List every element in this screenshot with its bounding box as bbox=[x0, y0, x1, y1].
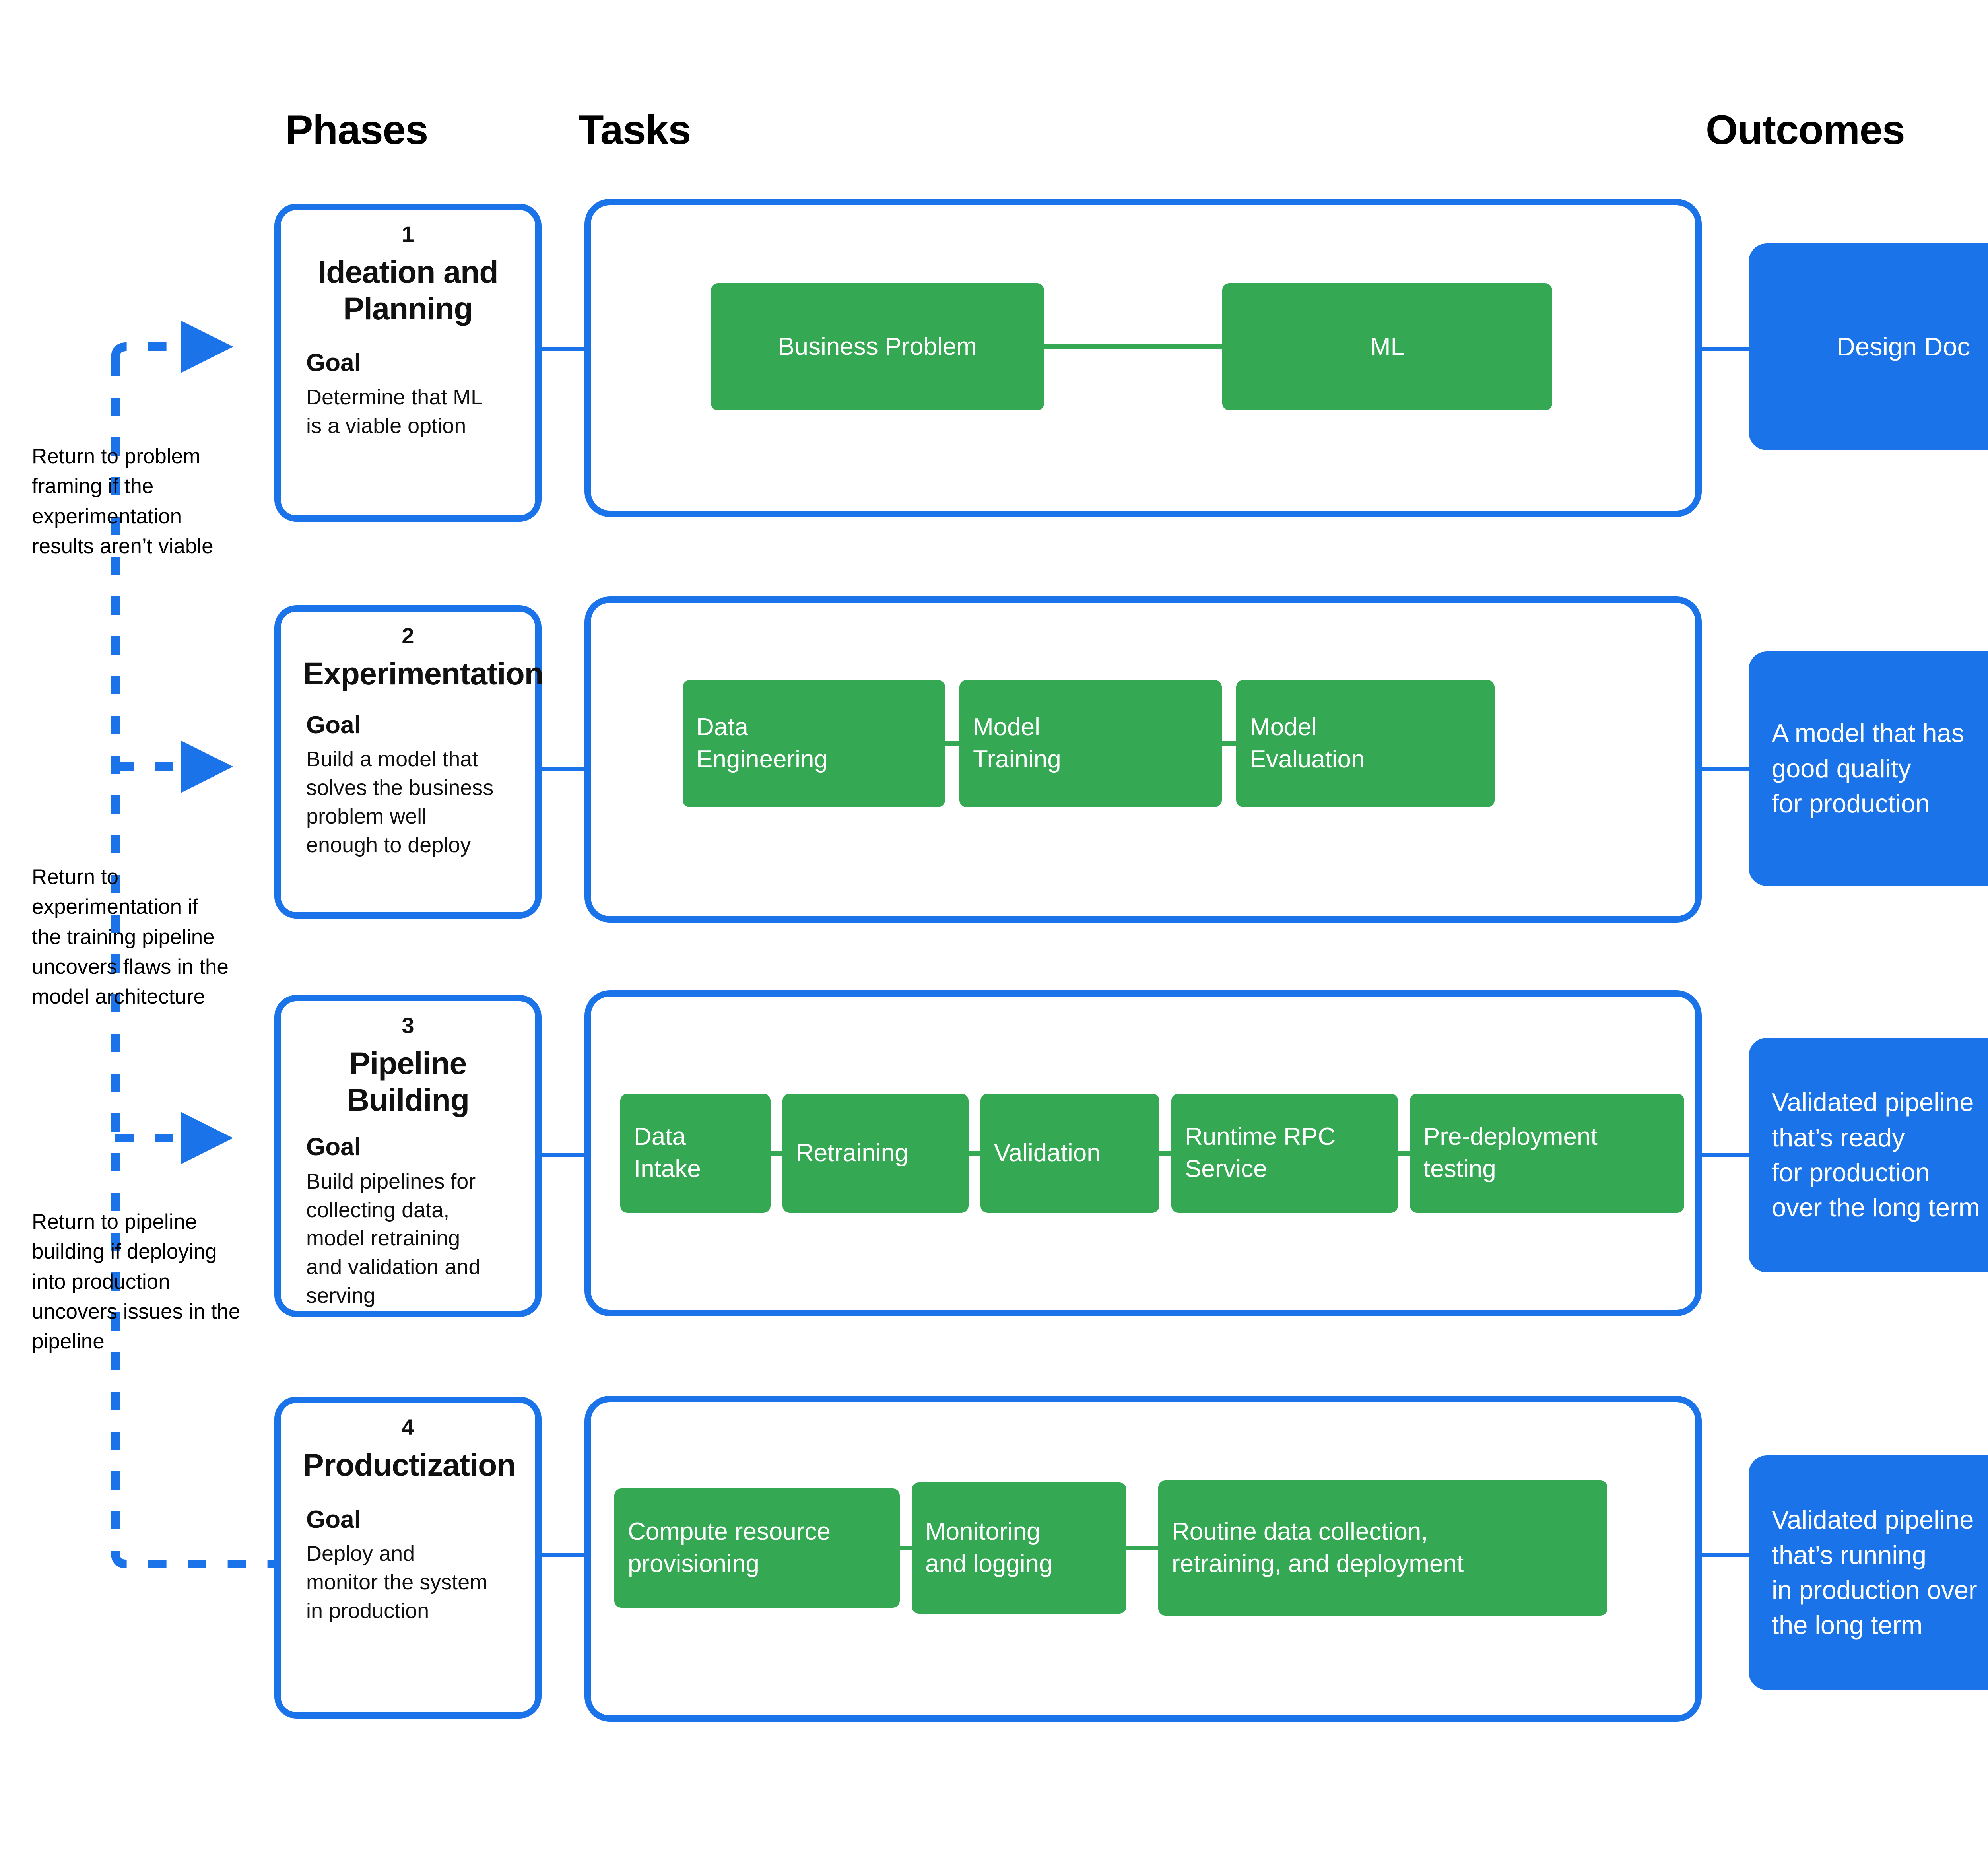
return-note-problem-framing: Return to problem framing if the experim… bbox=[32, 445, 214, 558]
phase-number: 3 bbox=[402, 1013, 414, 1038]
task-box[interactable]: Routine data collection, retraining, and… bbox=[1158, 1480, 1607, 1616]
phase-goal: Goal Deploy and monitor the system in pr… bbox=[303, 1504, 513, 1626]
phase-title: Productization bbox=[303, 1447, 516, 1482]
connector-phase1-tasks bbox=[538, 347, 584, 351]
phase-title: Pipeline Building bbox=[347, 1045, 470, 1117]
task-row-1: Business Problem ML bbox=[711, 283, 1552, 410]
goal-label: Goal bbox=[306, 1133, 361, 1161]
return-note-pipeline-building: Return to pipeline building if deploying… bbox=[32, 1210, 241, 1353]
task-link bbox=[1159, 1151, 1171, 1156]
outcome-box-3[interactable]: Validated pipeline that’s ready for prod… bbox=[1749, 1038, 1988, 1272]
phase-card-2[interactable]: 2 Experimentation Goal Build a model tha… bbox=[274, 605, 544, 919]
goal-text: Deploy and monitor the system in product… bbox=[306, 1542, 488, 1623]
task-link bbox=[969, 1151, 980, 1156]
phase-number: 2 bbox=[402, 623, 414, 648]
connector-phase4-tasks bbox=[538, 1553, 584, 1557]
connector-tasks2-outcome2 bbox=[1701, 767, 1749, 771]
goal-label: Goal bbox=[306, 1506, 361, 1533]
phase-goal: Goal Build pipelines for collecting data… bbox=[303, 1131, 513, 1310]
return-note-experimentation-training: Return to experimentation if the trainin… bbox=[32, 865, 229, 1008]
task-box[interactable]: Retraining bbox=[782, 1094, 969, 1213]
task-box[interactable]: Validation bbox=[980, 1094, 1159, 1213]
connector-tasks3-outcome3 bbox=[1701, 1153, 1749, 1157]
task-row-3: Data Intake Retraining Validation Runtim… bbox=[620, 1094, 1684, 1213]
goal-text: Build a model that solves the business p… bbox=[306, 747, 494, 857]
task-box[interactable]: Data Intake bbox=[620, 1094, 771, 1213]
task-box[interactable]: Compute resource provisioning bbox=[614, 1488, 900, 1608]
phase-goal: Goal Determine that ML is a viable optio… bbox=[303, 347, 513, 440]
goal-text: Build pipelines for collecting data, mod… bbox=[306, 1169, 481, 1308]
task-link bbox=[1398, 1151, 1410, 1156]
goal-text: Determine that ML is a viable option bbox=[306, 385, 483, 438]
task-box[interactable]: Runtime RPC Service bbox=[1171, 1094, 1398, 1213]
goal-label: Goal bbox=[306, 349, 361, 377]
column-header-tasks: Tasks bbox=[579, 107, 691, 153]
task-box[interactable]: Model Training bbox=[959, 680, 1222, 807]
column-header-outcomes: Outcomes bbox=[1706, 107, 1905, 153]
task-link bbox=[900, 1546, 912, 1550]
task-link bbox=[945, 741, 959, 746]
phase-number: 1 bbox=[402, 221, 414, 247]
connector-phase3-tasks bbox=[538, 1153, 584, 1157]
task-box[interactable]: Monitoring and logging bbox=[912, 1482, 1126, 1614]
connector-tasks4-outcome4 bbox=[1701, 1553, 1749, 1557]
outcome-box-1[interactable]: Design Doc bbox=[1749, 243, 1988, 450]
task-box[interactable]: ML bbox=[1222, 283, 1552, 410]
connector-tasks1-outcome1 bbox=[1701, 347, 1749, 351]
task-link bbox=[1126, 1546, 1158, 1550]
task-box[interactable]: Pre-deployment testing bbox=[1410, 1094, 1684, 1213]
outcome-box-2[interactable]: A model that has good quality for produc… bbox=[1749, 651, 1988, 886]
outcome-box-4[interactable]: Validated pipeline that’s running in pro… bbox=[1749, 1455, 1988, 1690]
task-box[interactable]: Data Engineering bbox=[683, 680, 945, 807]
phase-title: Ideation and Planning bbox=[318, 254, 498, 326]
phase-card-1[interactable]: 1 Ideation and Planning Goal Determine t… bbox=[274, 204, 542, 522]
phase-number: 4 bbox=[402, 1414, 414, 1439]
task-row-2: Data Engineering Model Training Model Ev… bbox=[683, 680, 1495, 807]
goal-label: Goal bbox=[306, 711, 361, 739]
task-box[interactable]: Business Problem bbox=[711, 283, 1044, 410]
task-box[interactable]: Model Evaluation bbox=[1236, 680, 1495, 807]
column-header-phases: Phases bbox=[285, 107, 428, 153]
phase-title: Experimentation bbox=[303, 656, 544, 691]
phase-goal: Goal Build a model that solves the busin… bbox=[303, 709, 513, 860]
task-row-4: Compute resource provisioning Monitoring… bbox=[614, 1480, 1607, 1616]
task-link bbox=[1044, 344, 1222, 349]
connector-phase2-tasks bbox=[538, 767, 584, 771]
task-link bbox=[1222, 741, 1236, 746]
task-link bbox=[771, 1151, 782, 1156]
phase-card-4[interactable]: 4 Productization Goal Deploy and monitor… bbox=[274, 1397, 542, 1719]
phase-card-3[interactable]: 3 Pipeline Building Goal Build pipelines… bbox=[274, 995, 542, 1317]
